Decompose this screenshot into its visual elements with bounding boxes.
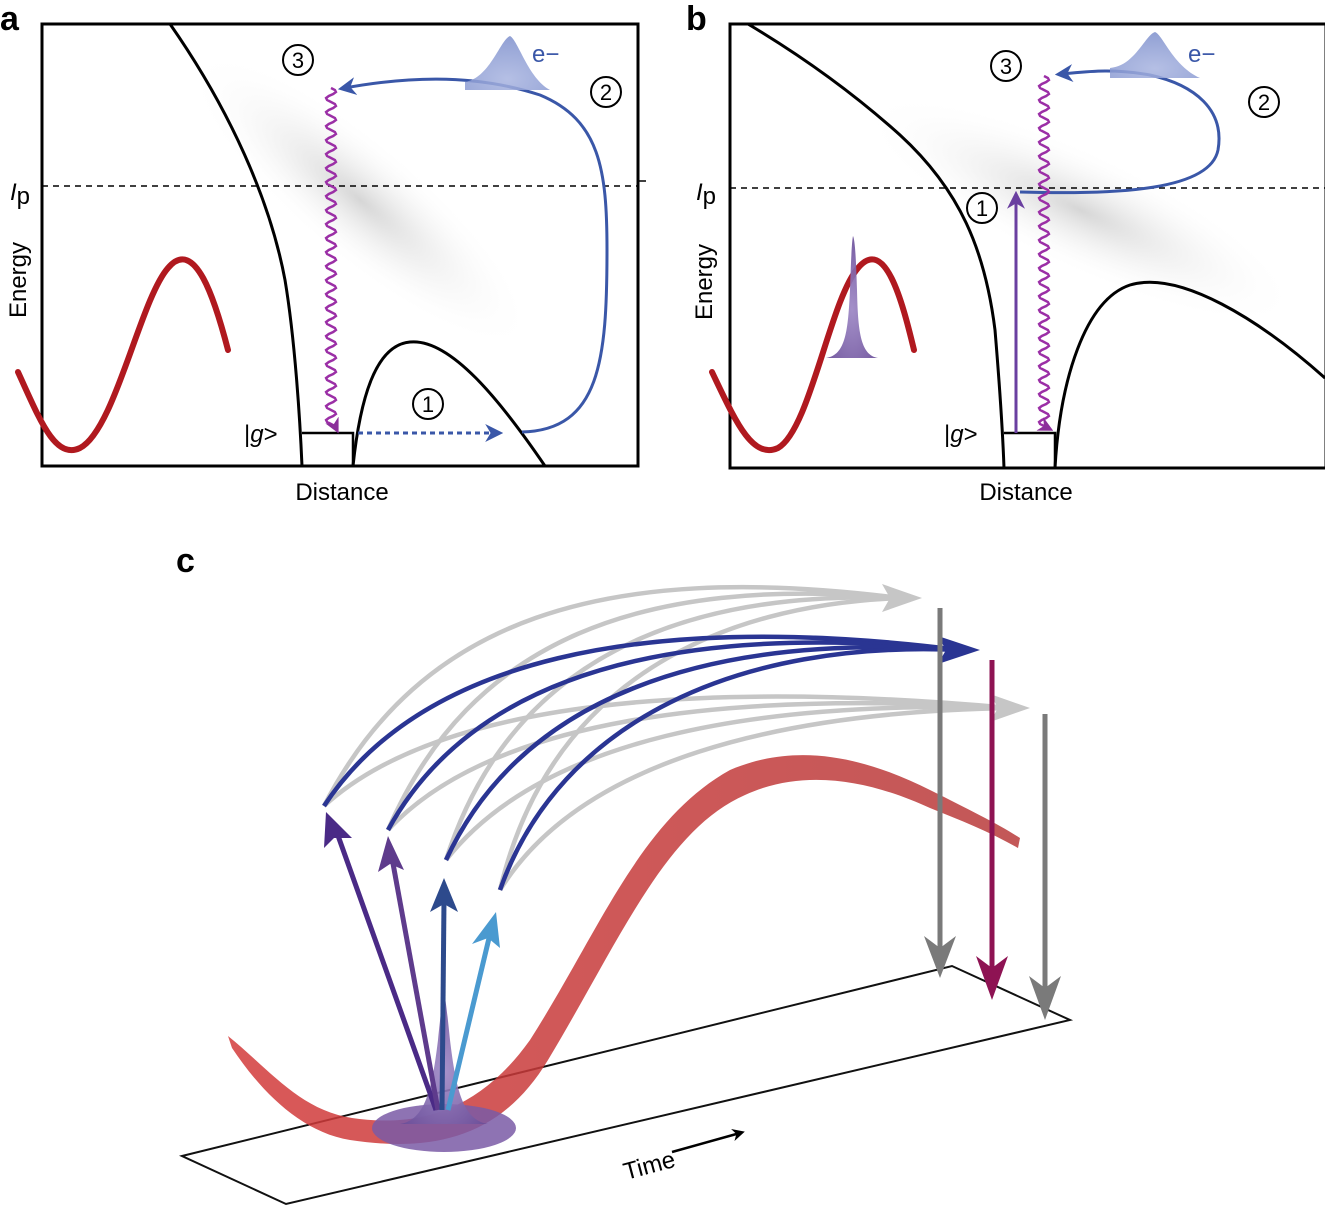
- trajectory-gray: [497, 595, 901, 891]
- step-3-marker: 3: [282, 44, 314, 76]
- trajectory-gray: [498, 705, 1011, 892]
- step-3-circle: [282, 44, 314, 76]
- emitted-photon: [1036, 74, 1054, 431]
- distance-axis-label: Distance: [979, 479, 1072, 506]
- ionization-arrowhead: [378, 836, 404, 872]
- trajectory-navy: [322, 634, 961, 808]
- emission-arrowhead: [1029, 976, 1061, 1020]
- potential-shading: [861, 94, 1299, 326]
- ground-state-label: |g>: [944, 421, 978, 448]
- ionization-arrow: [439, 899, 447, 1111]
- coulomb-potential-left: [747, 22, 1006, 469]
- time-axis-label: Time: [621, 1146, 679, 1186]
- step-3-label: 3: [1000, 54, 1012, 79]
- step-2-label: 2: [600, 80, 612, 105]
- electron-trajectory: [337, 77, 609, 434]
- ionization-arrow: [333, 829, 439, 1111]
- panel-b: b 1 2: [686, 0, 1325, 506]
- ionization-arrowhead: [430, 878, 458, 912]
- emission-arrowhead: [924, 936, 956, 978]
- pulse-base: [372, 1104, 516, 1152]
- ionization-arrow: [389, 857, 441, 1111]
- energy-axis-label: Energy: [691, 244, 718, 320]
- trajectory-navy: [386, 640, 961, 832]
- ionization-arrows: [324, 812, 500, 1111]
- plot-frame: [40, 22, 640, 468]
- potential-shading: [187, 51, 533, 349]
- ionization-arrow: [445, 933, 493, 1111]
- ionization-arrowhead: [472, 912, 500, 948]
- panel-c: c: [176, 542, 1074, 1206]
- navy-arrowhead: [938, 636, 980, 664]
- step-3-marker: 3: [990, 50, 1022, 82]
- potential-barrier: [1053, 280, 1325, 469]
- step-1-circle: [412, 388, 444, 420]
- step-2-circle: [1248, 86, 1280, 118]
- emitted-photon: [324, 86, 339, 434]
- step-2-circle: [590, 76, 622, 108]
- step-2-label: 2: [1258, 90, 1270, 115]
- potential-barrier: [351, 340, 547, 467]
- ground-state-level: [1004, 431, 1057, 468]
- panel-a: a: [0, 0, 646, 506]
- trajectory-gray: [386, 700, 1011, 832]
- gray-arrowhead-upper: [882, 584, 922, 612]
- panel-c-letter: c: [176, 542, 195, 580]
- electron-label: e−: [1188, 41, 1215, 68]
- step-1-circle: [966, 192, 998, 224]
- attosecond-pulse: [826, 236, 878, 358]
- electron-wavepacket: [465, 36, 550, 90]
- trajectory-navy: [497, 646, 961, 891]
- ip-label: Ip: [10, 179, 30, 210]
- laser-field-wave: [15, 256, 231, 453]
- trajectory-gray: [322, 584, 901, 808]
- emission-arrows: [924, 608, 1061, 1020]
- panel-a-letter: a: [0, 0, 20, 38]
- energy-axis-label: Energy: [5, 242, 32, 318]
- step-2-marker: 2: [590, 76, 622, 108]
- trajectory-gray: [385, 591, 901, 831]
- panel-a-plot: 1 2 3 e− Ip Energy Distance |g>: [5, 22, 646, 506]
- trajectory-gray: [443, 595, 901, 861]
- ground-state-level: [302, 431, 355, 466]
- step-1-marker: 1: [412, 388, 444, 420]
- ground-state-label: |g>: [244, 421, 278, 448]
- step-3-circle: [990, 50, 1022, 82]
- coulomb-potential-left: [168, 23, 304, 467]
- step-3-label: 3: [292, 48, 304, 73]
- step-1-marker: 1: [966, 192, 998, 224]
- navy-trajectories: [322, 634, 961, 891]
- electron-label: e−: [532, 41, 559, 68]
- step-1-label: 1: [422, 392, 434, 417]
- plot-frame: [728, 22, 1325, 470]
- electron-wavepacket: [1110, 32, 1200, 78]
- trajectory-navy: [443, 644, 961, 861]
- step-2-marker: 2: [1248, 86, 1280, 118]
- step-1-label: 1: [976, 196, 988, 221]
- gray-arrowhead-lower: [990, 694, 1030, 722]
- ionization-arrowhead: [324, 812, 352, 848]
- emission-arrowhead: [976, 956, 1008, 1000]
- time-arrow: [671, 1128, 745, 1154]
- ip-label: Ip: [696, 179, 716, 210]
- distance-axis-label: Distance: [295, 479, 388, 506]
- trajectory-gray: [444, 704, 1011, 862]
- laser-field-wave: [709, 256, 917, 453]
- time-plane: [178, 964, 1074, 1206]
- laser-field-ribbon: [228, 755, 1020, 1144]
- panel-b-letter: b: [686, 0, 707, 38]
- panel-b-plot: 1 2 3 e− Ip Energy Distance |g>: [691, 22, 1325, 506]
